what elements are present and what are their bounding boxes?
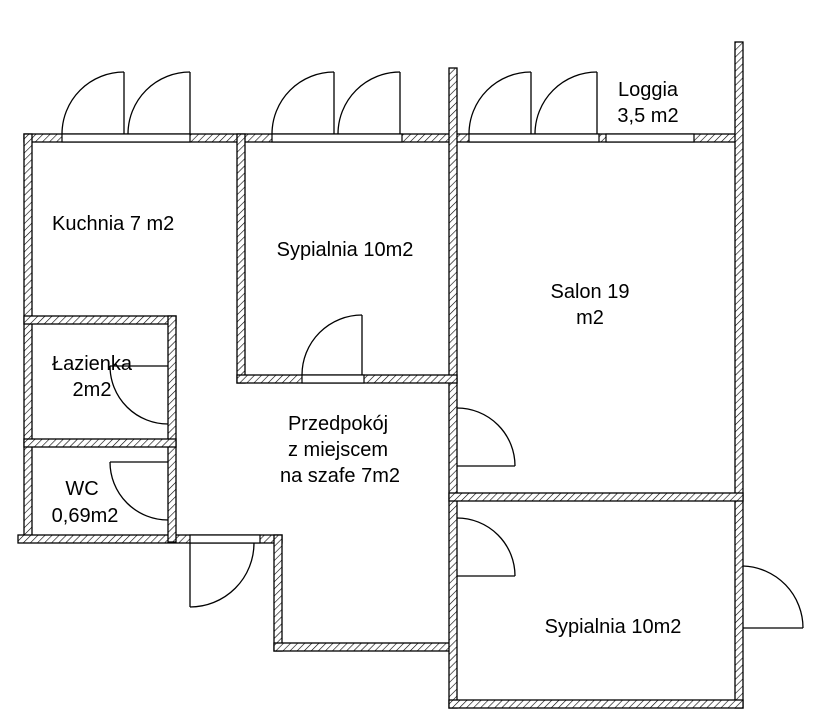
window-kitchen <box>61 133 191 143</box>
label-loggia-line1: Loggia <box>618 79 679 101</box>
label-hall-line2: z miejscem <box>288 439 388 461</box>
wall-salon-bedroom <box>448 492 744 502</box>
label-bathroom-line1: Łazienka <box>52 353 133 375</box>
door-swing-bedroom-bottom <box>456 517 516 577</box>
door-swing-bedroom-top <box>301 314 363 376</box>
door-swing-bedroom-2 <box>337 71 401 135</box>
label-wc-line2: 0,69m2 <box>52 505 119 527</box>
wall-right <box>734 41 744 709</box>
wall-bath-wc-divider <box>23 438 177 448</box>
label-kitchen: Kuchnia 7 m2 <box>52 213 174 235</box>
door-swing-bathroom <box>109 365 169 425</box>
label-loggia-line2: 3,5 m2 <box>617 105 678 127</box>
door-swing-wc <box>109 461 169 521</box>
door-swing-salon-1 <box>468 71 532 135</box>
wall-bottom-right <box>448 699 744 709</box>
windows <box>61 133 695 544</box>
door-swing-salon-2 <box>534 71 598 135</box>
wall-left <box>23 133 33 543</box>
walls <box>17 41 744 709</box>
door-opening-entrance <box>189 534 261 544</box>
label-hall-line3: na szafe 7m2 <box>280 465 400 487</box>
wall-bath-right <box>167 315 177 543</box>
label-salon-line2: m2 <box>576 307 604 329</box>
label-bathroom-line2: 2m2 <box>73 379 112 401</box>
wall-bedroom-left <box>236 133 246 384</box>
wall-hall-left <box>273 534 283 652</box>
window-loggia <box>605 133 695 143</box>
door-swing-bedroom-1 <box>271 71 335 135</box>
label-salon-line1: Salon 19 <box>551 281 630 303</box>
label-bedroom-bottom: Sypialnia 10m2 <box>545 616 682 638</box>
label-hall-line1: Przedpokój <box>288 413 388 435</box>
door-swing-entrance <box>189 542 255 608</box>
window-salon <box>468 133 600 143</box>
label-wc-line1: WC <box>65 478 98 500</box>
door-opening-bedroom-top <box>301 374 365 384</box>
room-labels: Kuchnia 7 m2 Sypialnia 10m2 Salon 19 m2 … <box>52 79 682 638</box>
wall-center <box>448 67 458 709</box>
wall-hall-bottom <box>273 642 457 652</box>
wall-bath-top <box>23 315 177 325</box>
door-swing-kitchen-2 <box>127 71 191 135</box>
label-bedroom-top: Sypialnia 10m2 <box>277 239 414 261</box>
door-swing-salon <box>456 407 516 467</box>
doors <box>61 71 804 629</box>
door-swing-kitchen-1 <box>61 71 125 135</box>
window-bedroom-top <box>271 133 403 143</box>
window-swing-bedroom-bottom <box>742 565 804 629</box>
